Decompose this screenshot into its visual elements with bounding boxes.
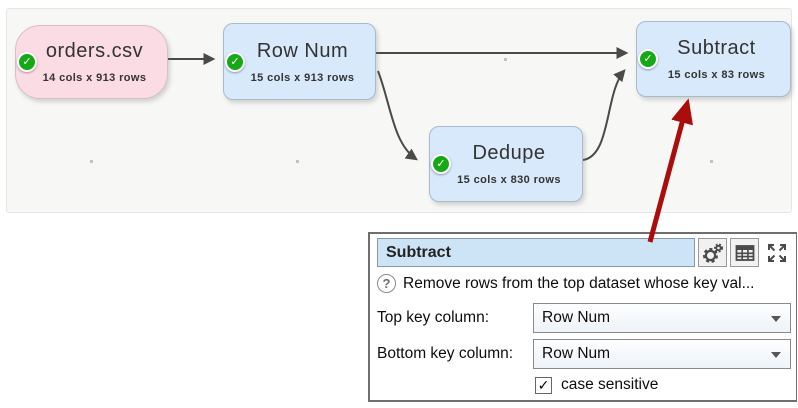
node-dimensions: 15 cols x 83 rows xyxy=(667,69,766,81)
help-icon[interactable]: ? xyxy=(377,274,396,294)
case-sensitive-checkbox[interactable]: ✓ xyxy=(535,376,552,394)
node-title: orders.csv xyxy=(45,40,144,62)
node-dimensions: 15 cols x 913 rows xyxy=(250,71,355,84)
chevron-down-icon xyxy=(771,315,781,322)
node-title: Dedupe xyxy=(472,142,546,164)
bottom-key-column-row: Bottom key column: Row Num xyxy=(377,338,791,369)
node-dimensions: 15 cols x 830 rows xyxy=(457,174,561,186)
panel-help-row: ? Remove rows from the top dataset whose… xyxy=(377,273,791,295)
top-key-column-select[interactable]: Row Num xyxy=(533,302,791,333)
selected-value: Row Num xyxy=(542,344,611,362)
expand-icon xyxy=(767,243,786,262)
panel-title-row xyxy=(377,238,791,267)
transform-properties-panel: ? Remove rows from the top dataset whose… xyxy=(368,232,797,402)
status-ok-icon: ✓ xyxy=(638,49,658,69)
table-icon xyxy=(735,244,754,261)
status-ok-icon: ✓ xyxy=(17,52,37,72)
selected-value: Row Num xyxy=(542,308,611,326)
maximize-panel-button[interactable] xyxy=(762,238,791,267)
flow-canvas: ✓ orders.csv 14 cols x 913 rows ✓ Row Nu… xyxy=(6,8,792,213)
bottom-key-column-select[interactable]: Row Num xyxy=(533,338,791,369)
top-key-column-label: Top key column: xyxy=(377,308,489,326)
connector-wires xyxy=(90,47,713,163)
node-orders-csv[interactable]: ✓ orders.csv 14 cols x 913 rows xyxy=(15,25,168,99)
node-dedupe[interactable]: ✓ Dedupe 15 cols x 830 rows xyxy=(429,126,583,202)
transform-name-input[interactable] xyxy=(377,238,695,267)
case-sensitive-label: case sensitive xyxy=(561,376,659,394)
node-dimensions: 14 cols x 913 rows xyxy=(42,72,147,84)
node-title: Row Num xyxy=(256,39,349,62)
status-ok-icon: ✓ xyxy=(431,154,451,174)
transform-settings-button[interactable] xyxy=(698,238,727,267)
top-key-column-row: Top key column: Row Num xyxy=(377,302,791,333)
bottom-key-column-label: Bottom key column: xyxy=(377,344,514,362)
transform-description: Remove rows from the top dataset whose k… xyxy=(403,274,755,292)
gears-icon xyxy=(702,242,723,263)
status-ok-icon: ✓ xyxy=(225,51,245,72)
node-row-num[interactable]: ✓ Row Num 15 cols x 913 rows xyxy=(223,23,376,100)
node-title: Subtract xyxy=(677,37,756,59)
grid-dots xyxy=(90,58,713,163)
chevron-down-icon xyxy=(771,351,781,358)
node-subtract[interactable]: ✓ Subtract 15 cols x 83 rows xyxy=(636,21,791,97)
show-table-button[interactable] xyxy=(730,238,759,267)
case-sensitive-row: ✓ case sensitive xyxy=(377,375,791,396)
